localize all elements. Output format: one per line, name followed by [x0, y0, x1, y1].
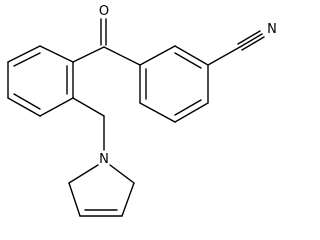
bond-pyrroline-n-right [109, 164, 135, 184]
bond-ring-a-inner-1 [13, 52, 41, 67]
bond-pyrroline-n-left [68, 164, 99, 184]
bond-pyrroline-left [68, 182, 81, 217]
atom-labels: O N N [99, 4, 277, 167]
atom-label-ring-nitrogen: N [99, 152, 109, 167]
bond-ring-a-5 [39, 97, 74, 117]
bond-nitrile-triple-3 [241, 36, 265, 51]
bond-ring-b-5 [139, 102, 176, 123]
bond-ring-a-2 [7, 45, 41, 63]
bond-ring-to-ch2 [72, 97, 105, 117]
bonds [7, 18, 265, 217]
bond-ring-b-4 [174, 102, 209, 123]
bond-carbonyl-left [72, 46, 105, 63]
bond-ring-b-2 [174, 45, 209, 66]
bond-ring-a-4 [7, 97, 41, 117]
bond-nitrile-triple-2 [239, 33, 263, 48]
molecule-canvas: O N N [7, 4, 277, 217]
bond-ring-b-inner-2 [174, 99, 202, 116]
bond-ring-b-1 [139, 45, 176, 66]
bond-to-nitrile-carbon [207, 46, 241, 66]
atom-label-oxygen: O [99, 4, 109, 19]
bond-pyrroline-right [121, 182, 135, 217]
bond-ring-a-1 [39, 45, 74, 63]
structure-drawing: O N N [7, 4, 277, 217]
bond-ring-a-inner-2 [13, 93, 41, 110]
bond-nitrile-triple-1 [237, 30, 261, 45]
bond-ring-b-inner-1 [174, 52, 202, 69]
atom-label-nitrile-nitrogen: N [267, 22, 277, 37]
bond-carbonyl-right [103, 46, 141, 66]
